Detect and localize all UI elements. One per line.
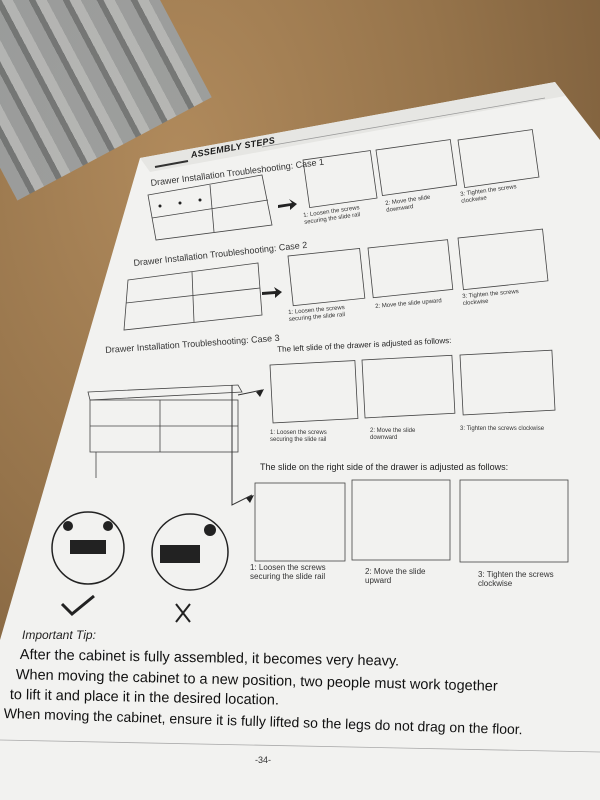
case-3-right-step-1: 1: Loosen the screws securing the slide … — [250, 563, 326, 581]
case-3-right-step-2: 2: Move the slide upward — [365, 567, 426, 585]
two-person-lift-icon — [51, 511, 125, 585]
case-3-right-step-3: 3: Tighten the screws clockwise — [478, 570, 554, 588]
check-mark-icon — [60, 594, 95, 617]
page-number: -34- — [255, 755, 272, 765]
case-3-left-step-2: 2: Move the slide downward — [370, 428, 416, 441]
case-3-right-heading: The slide on the right side of the drawe… — [260, 462, 509, 472]
case-3-left-step-1: 1: Loosen the screws securing the slide … — [270, 430, 327, 443]
cross-mark-icon — [175, 603, 191, 623]
dragging-cabinet-icon — [151, 513, 229, 591]
important-tip-title: Important Tip: — [22, 628, 96, 642]
case-3-left-step-3: 3: Tighten the screws clockwise — [460, 426, 545, 432]
